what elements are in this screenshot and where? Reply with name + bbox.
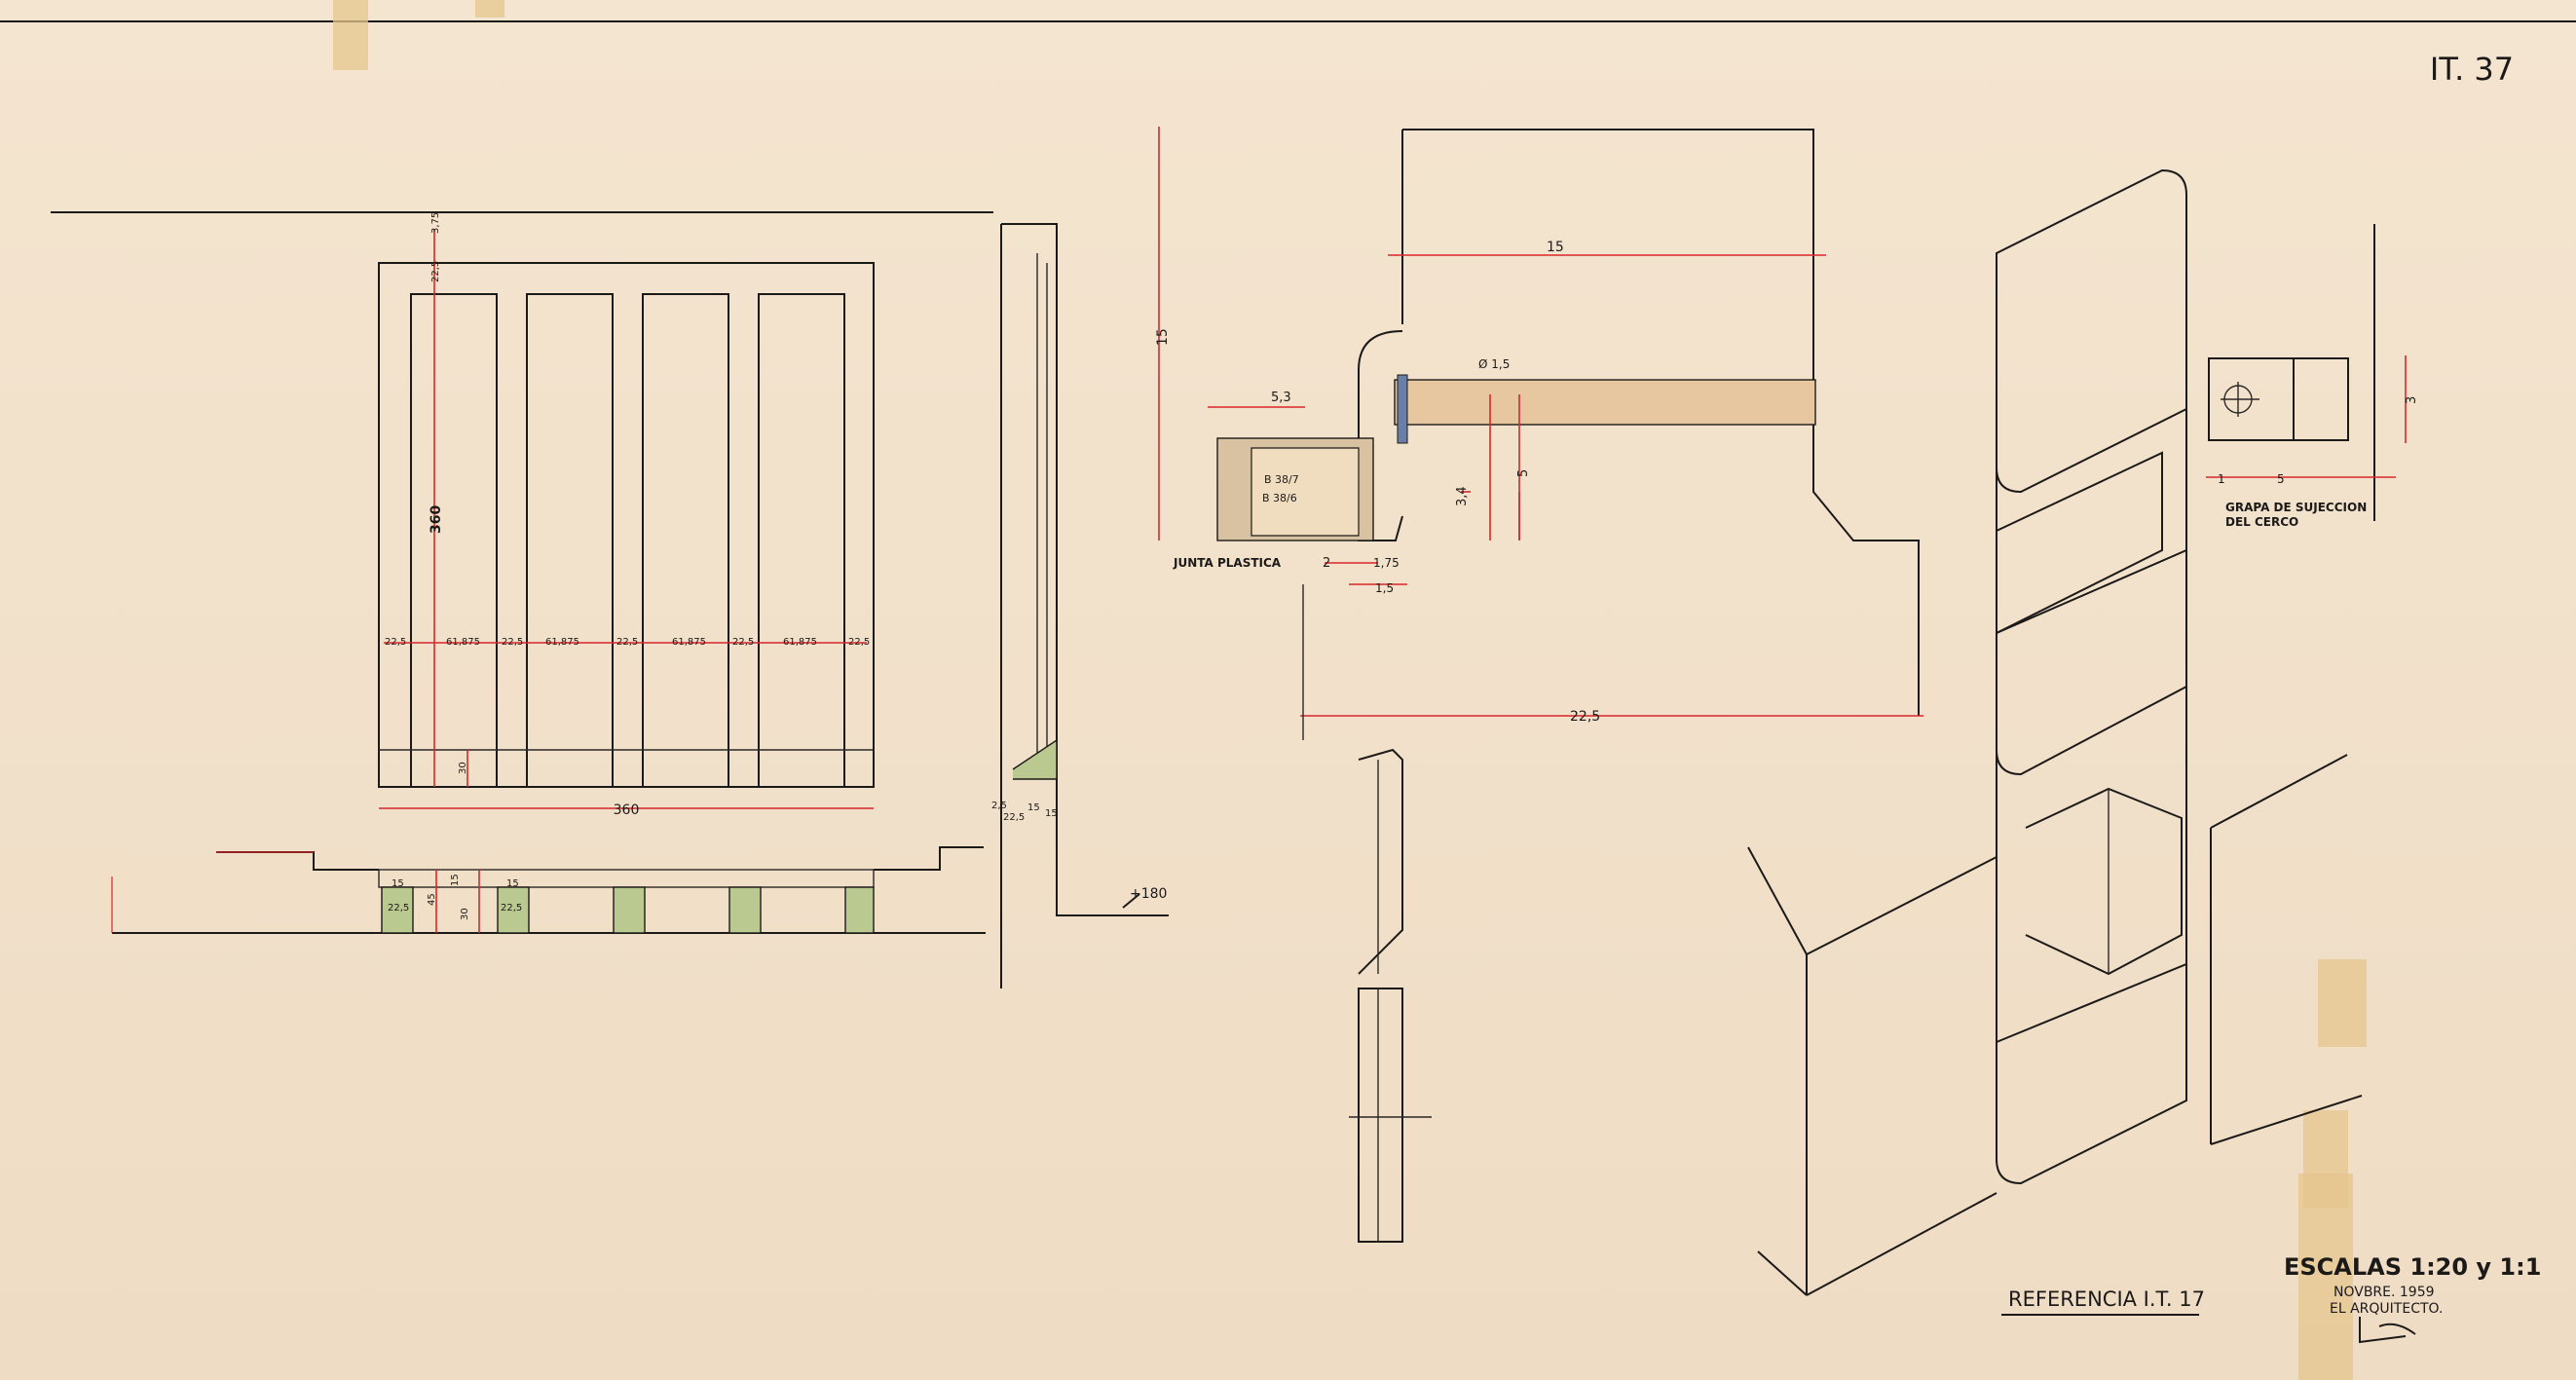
- detail-dim-225: 22,5: [1570, 709, 1600, 725]
- hdim-5: 22,5: [616, 637, 638, 648]
- detail-dim-175: 1,75: [1373, 556, 1400, 570]
- scales-label: ESCALAS 1:20 y 1:1: [2284, 1253, 2541, 1281]
- date-label: NOVBRE. 1959: [2333, 1285, 2435, 1300]
- hdim-9: 22,5: [848, 637, 870, 648]
- detail-width-15: 15: [1547, 240, 1564, 255]
- plan-dim-5: 30: [460, 908, 470, 920]
- plan-dim-1: 15: [392, 878, 404, 889]
- hdim-1: 22,5: [385, 637, 406, 648]
- side-dim-2: 22,5: [1003, 812, 1025, 823]
- detail-height-15: 15: [1155, 328, 1171, 346]
- sheet-number: IT. 37: [2430, 51, 2514, 88]
- small-section: [1349, 748, 1432, 1243]
- door-elevation: 360 360 3,75 22,5 30 22,5 61,875 22,5 61…: [51, 211, 993, 818]
- side-dim-3: 15: [1027, 802, 1040, 813]
- detail-dim-53: 5,3: [1271, 391, 1291, 405]
- hdim-6: 61,875: [672, 637, 706, 648]
- clamp-dim-3: 3: [2405, 396, 2419, 404]
- plan-dim-7: 22,5: [501, 903, 522, 914]
- plan-dim-2: 45: [427, 893, 437, 906]
- title-block: REFERENCIA I.T. 17 ESCALAS 1:20 y 1:1 NO…: [2001, 1253, 2541, 1344]
- isometric-view: [1747, 168, 2363, 1296]
- screw-label: Ø 1,5: [1478, 357, 1510, 371]
- hdim-8: 61,875: [783, 637, 817, 648]
- clamp-dim-1: 1: [2218, 472, 2225, 486]
- author-label: EL ARQUITECTO.: [2330, 1301, 2443, 1317]
- clamp-label-1: GRAPA DE SUJECCION: [2225, 501, 2367, 514]
- hdim-7: 22,5: [732, 637, 754, 648]
- detail-dim-34: 3,4: [1455, 486, 1470, 506]
- top-dim-225: 22,5: [430, 261, 441, 282]
- detail-dim-15: 1,5: [1375, 581, 1394, 595]
- side-section: 2,5 22,5 15 15 +180: [991, 223, 1169, 988]
- detail-dim-2: 2: [1323, 556, 1330, 571]
- hdim-4: 61,875: [545, 637, 579, 648]
- signature: [2359, 1317, 2416, 1344]
- side-dim-4: 15: [1045, 808, 1058, 819]
- bottom-dim-30: 30: [458, 762, 468, 774]
- plan-dim-3: 15: [450, 874, 461, 886]
- hdim-2: 61,875: [446, 637, 480, 648]
- height-360-label: 360: [429, 505, 444, 534]
- side-dim-1: 2,5: [991, 801, 1007, 811]
- junta-plastica-label: JUNTA PLASTICA: [1173, 556, 1282, 570]
- plan-dim-4: 22,5: [388, 903, 409, 914]
- width-360-label: 360: [614, 802, 640, 818]
- door-plan: 15 45 15 22,5 30 15 22,5: [111, 846, 986, 934]
- reference-label: REFERENCIA I.T. 17: [2008, 1287, 2205, 1311]
- top-dim-375: 3,75: [430, 212, 441, 234]
- plan-dim-6: 15: [506, 878, 519, 889]
- hdim-3: 22,5: [502, 637, 523, 648]
- level-mark: +180: [1130, 886, 1167, 902]
- clamp-label-2: DEL CERCO: [2225, 515, 2298, 529]
- clamp-dim-5: 5: [2277, 472, 2285, 486]
- profile-a-label: B 38/7: [1264, 473, 1299, 486]
- clamp-detail: 3 1 5 GRAPA DE SUJECCION DEL CERCO: [2206, 224, 2419, 529]
- profile-b-label: B 38/6: [1262, 492, 1297, 504]
- detail-dim-5: 5: [1516, 469, 1531, 477]
- frame-detail: 15 15 5,3 3,4 5 2 1,75 1,5 22,5 Ø 1,5 B …: [1155, 127, 1923, 740]
